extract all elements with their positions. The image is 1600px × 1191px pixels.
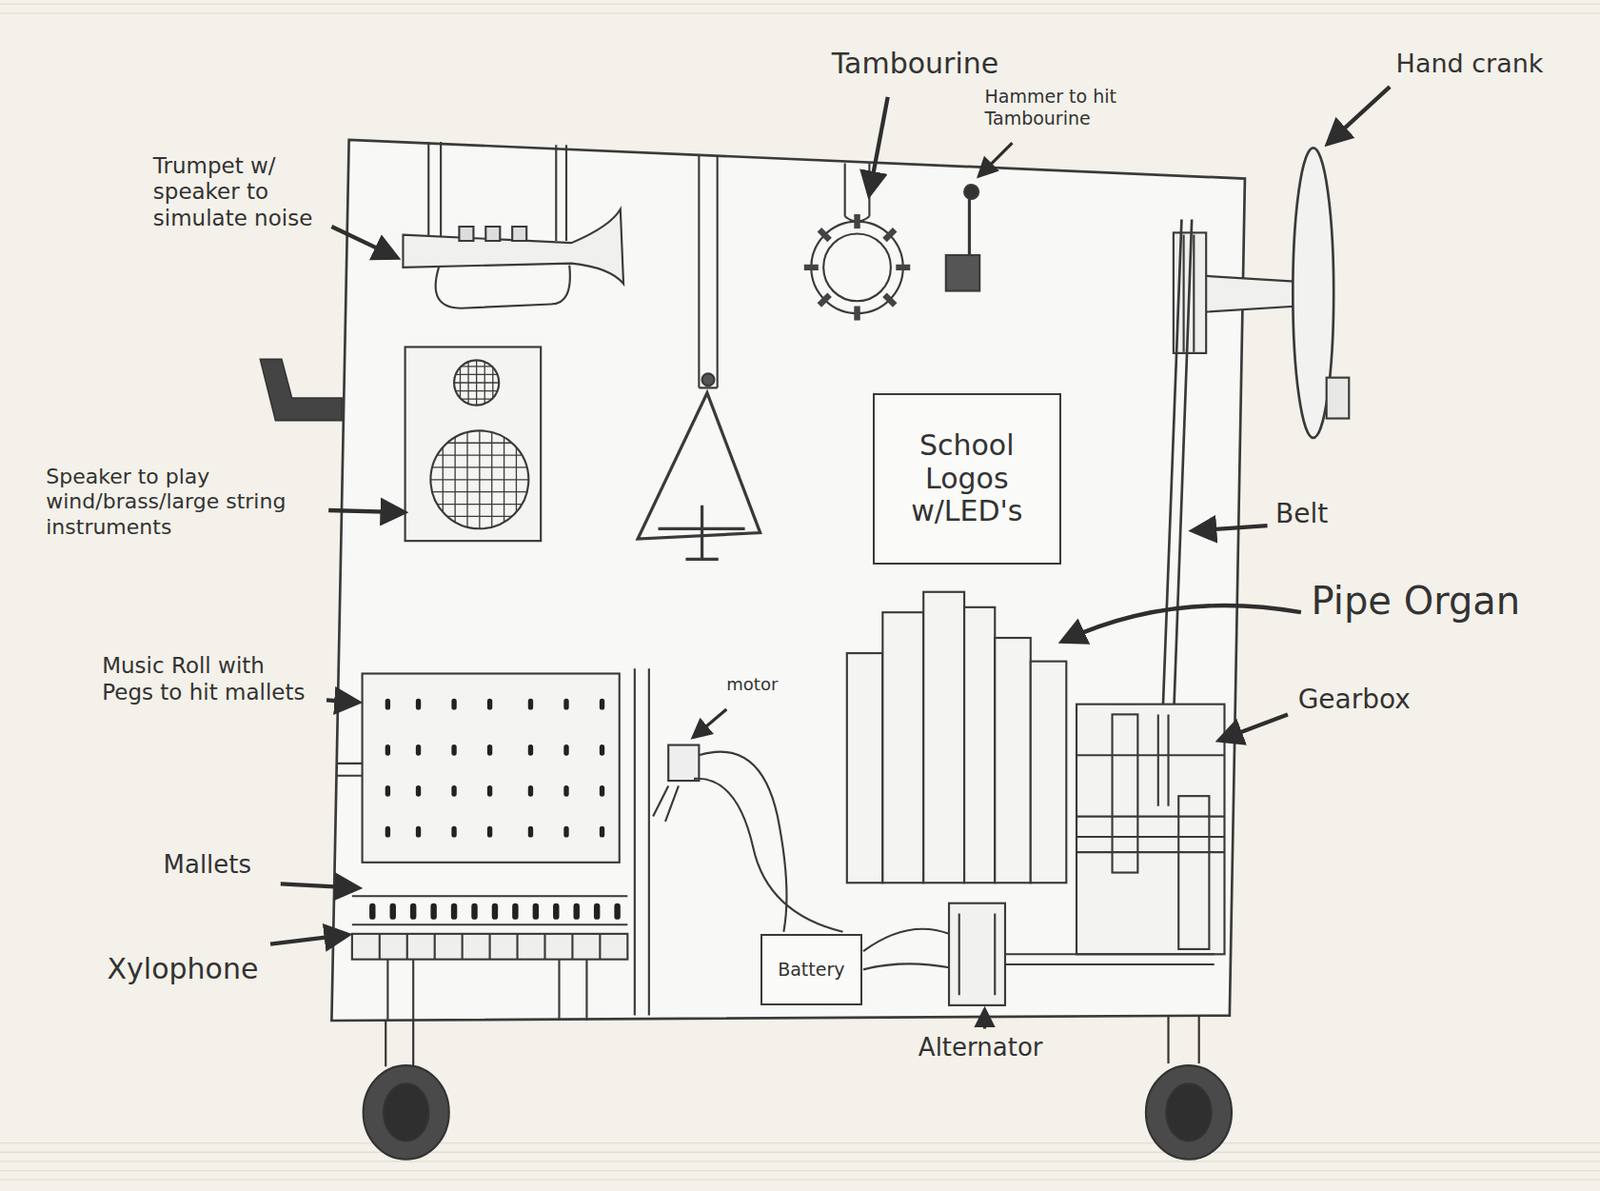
hammer-head (964, 184, 979, 199)
alternator-detail (959, 912, 996, 995)
alternator (948, 903, 1006, 1006)
wheel-hub (1165, 1083, 1211, 1141)
staff-lines (0, 3, 1600, 14)
wheel-hub (383, 1083, 429, 1141)
part-label: Music Roll with Pegs to hit mallets (101, 652, 318, 706)
frame-rail (634, 668, 650, 1015)
wheel-leg (385, 1020, 414, 1067)
speaker-woofer (430, 430, 529, 529)
part-label: Trumpet w/ speaker to simulate noise (153, 153, 322, 233)
organ-pipe (964, 607, 995, 883)
gear-shaft (1112, 713, 1139, 872)
trumpet-support (428, 141, 567, 241)
part-label: Tambourine (831, 46, 1000, 81)
pipe-organ (847, 592, 1067, 884)
part-label: Alternator (918, 1032, 1044, 1063)
wire (863, 928, 949, 951)
speaker-cabinet (405, 346, 542, 541)
leader-arrow (1193, 525, 1267, 531)
part-label: Xylophone (107, 951, 259, 987)
logo-panel: School Logos w/LED's (872, 393, 1062, 565)
leader-arrow (326, 699, 357, 702)
part-label: Gearbox (1298, 683, 1411, 716)
staff-lines (0, 3, 1600, 1180)
hammer-base (946, 255, 980, 292)
staff-lines (0, 1143, 1600, 1181)
part-label: Belt (1275, 497, 1328, 531)
motor (668, 745, 699, 782)
organ-pipe (1030, 661, 1067, 884)
wire (693, 778, 844, 932)
music-roll-pegs (387, 700, 602, 834)
xylophone-bars (379, 933, 601, 960)
organ-pipe (994, 637, 1031, 883)
crank-knob (1326, 377, 1350, 419)
wheel-leg (1168, 1015, 1200, 1064)
tambourine-mount (845, 163, 870, 222)
part-label: Hammer to hit Tambourine (985, 85, 1165, 130)
node-text: Battery (777, 959, 845, 981)
wire (863, 963, 949, 969)
trumpet-tube (435, 265, 571, 309)
part-label: Speaker to play wind/brass/large string … (45, 464, 314, 540)
roll-axle (336, 763, 363, 776)
leader-arrow (270, 934, 347, 945)
leader-arrow (1063, 605, 1302, 641)
side-handle (259, 358, 342, 420)
leader-arrow (1328, 86, 1390, 143)
leader-lines (270, 86, 1390, 1028)
speaker-grille (454, 359, 499, 405)
mallets (372, 906, 617, 917)
part-label: Hand crank (1396, 48, 1544, 80)
wheel (363, 1065, 450, 1160)
trumpet (402, 209, 624, 284)
organ-pipe (847, 652, 884, 883)
tambourine-jingles (804, 214, 910, 320)
leader-arrow (979, 142, 1012, 176)
leader-arrow (331, 226, 396, 257)
speaker-tweeter (454, 359, 499, 405)
triangle-rail (698, 155, 717, 388)
part-label: motor (726, 673, 778, 695)
triangle-instrument (637, 393, 761, 539)
gear-lines (1076, 713, 1225, 852)
trumpet-valves (458, 226, 527, 241)
leader-arrow (328, 510, 403, 513)
part-label: Pipe Organ (1311, 577, 1521, 624)
leader-arrow (693, 709, 727, 737)
leader-arrow (280, 883, 357, 888)
leader-arrow (869, 97, 888, 195)
hammer-handle (967, 198, 971, 256)
part-label: Mallets (163, 849, 253, 880)
drive-rod (1005, 953, 1215, 965)
wheels (363, 1015, 1232, 1160)
crank-axle (1199, 275, 1299, 313)
xylophone (352, 933, 628, 960)
tambourine-rim (823, 233, 891, 301)
gear-shaft (1178, 795, 1209, 949)
organ-pipe (882, 612, 924, 883)
leader-arrow (1220, 713, 1288, 740)
music-roll (362, 673, 620, 863)
speaker-grille (430, 430, 529, 529)
motor-shaft (652, 785, 679, 822)
triangle-hanger (702, 373, 715, 386)
battery-box: Battery (760, 933, 863, 1006)
gearbox (1076, 704, 1225, 955)
node-text: School Logos w/LED's (880, 429, 1054, 529)
leader-arrow (983, 1009, 987, 1028)
housing (331, 139, 1245, 1021)
wire (698, 751, 787, 932)
organ-pipe (923, 592, 965, 884)
wheel (1145, 1065, 1232, 1160)
xylophone-legs (387, 959, 587, 1021)
triangle-beater (657, 505, 745, 560)
mallet-rail (352, 895, 628, 925)
